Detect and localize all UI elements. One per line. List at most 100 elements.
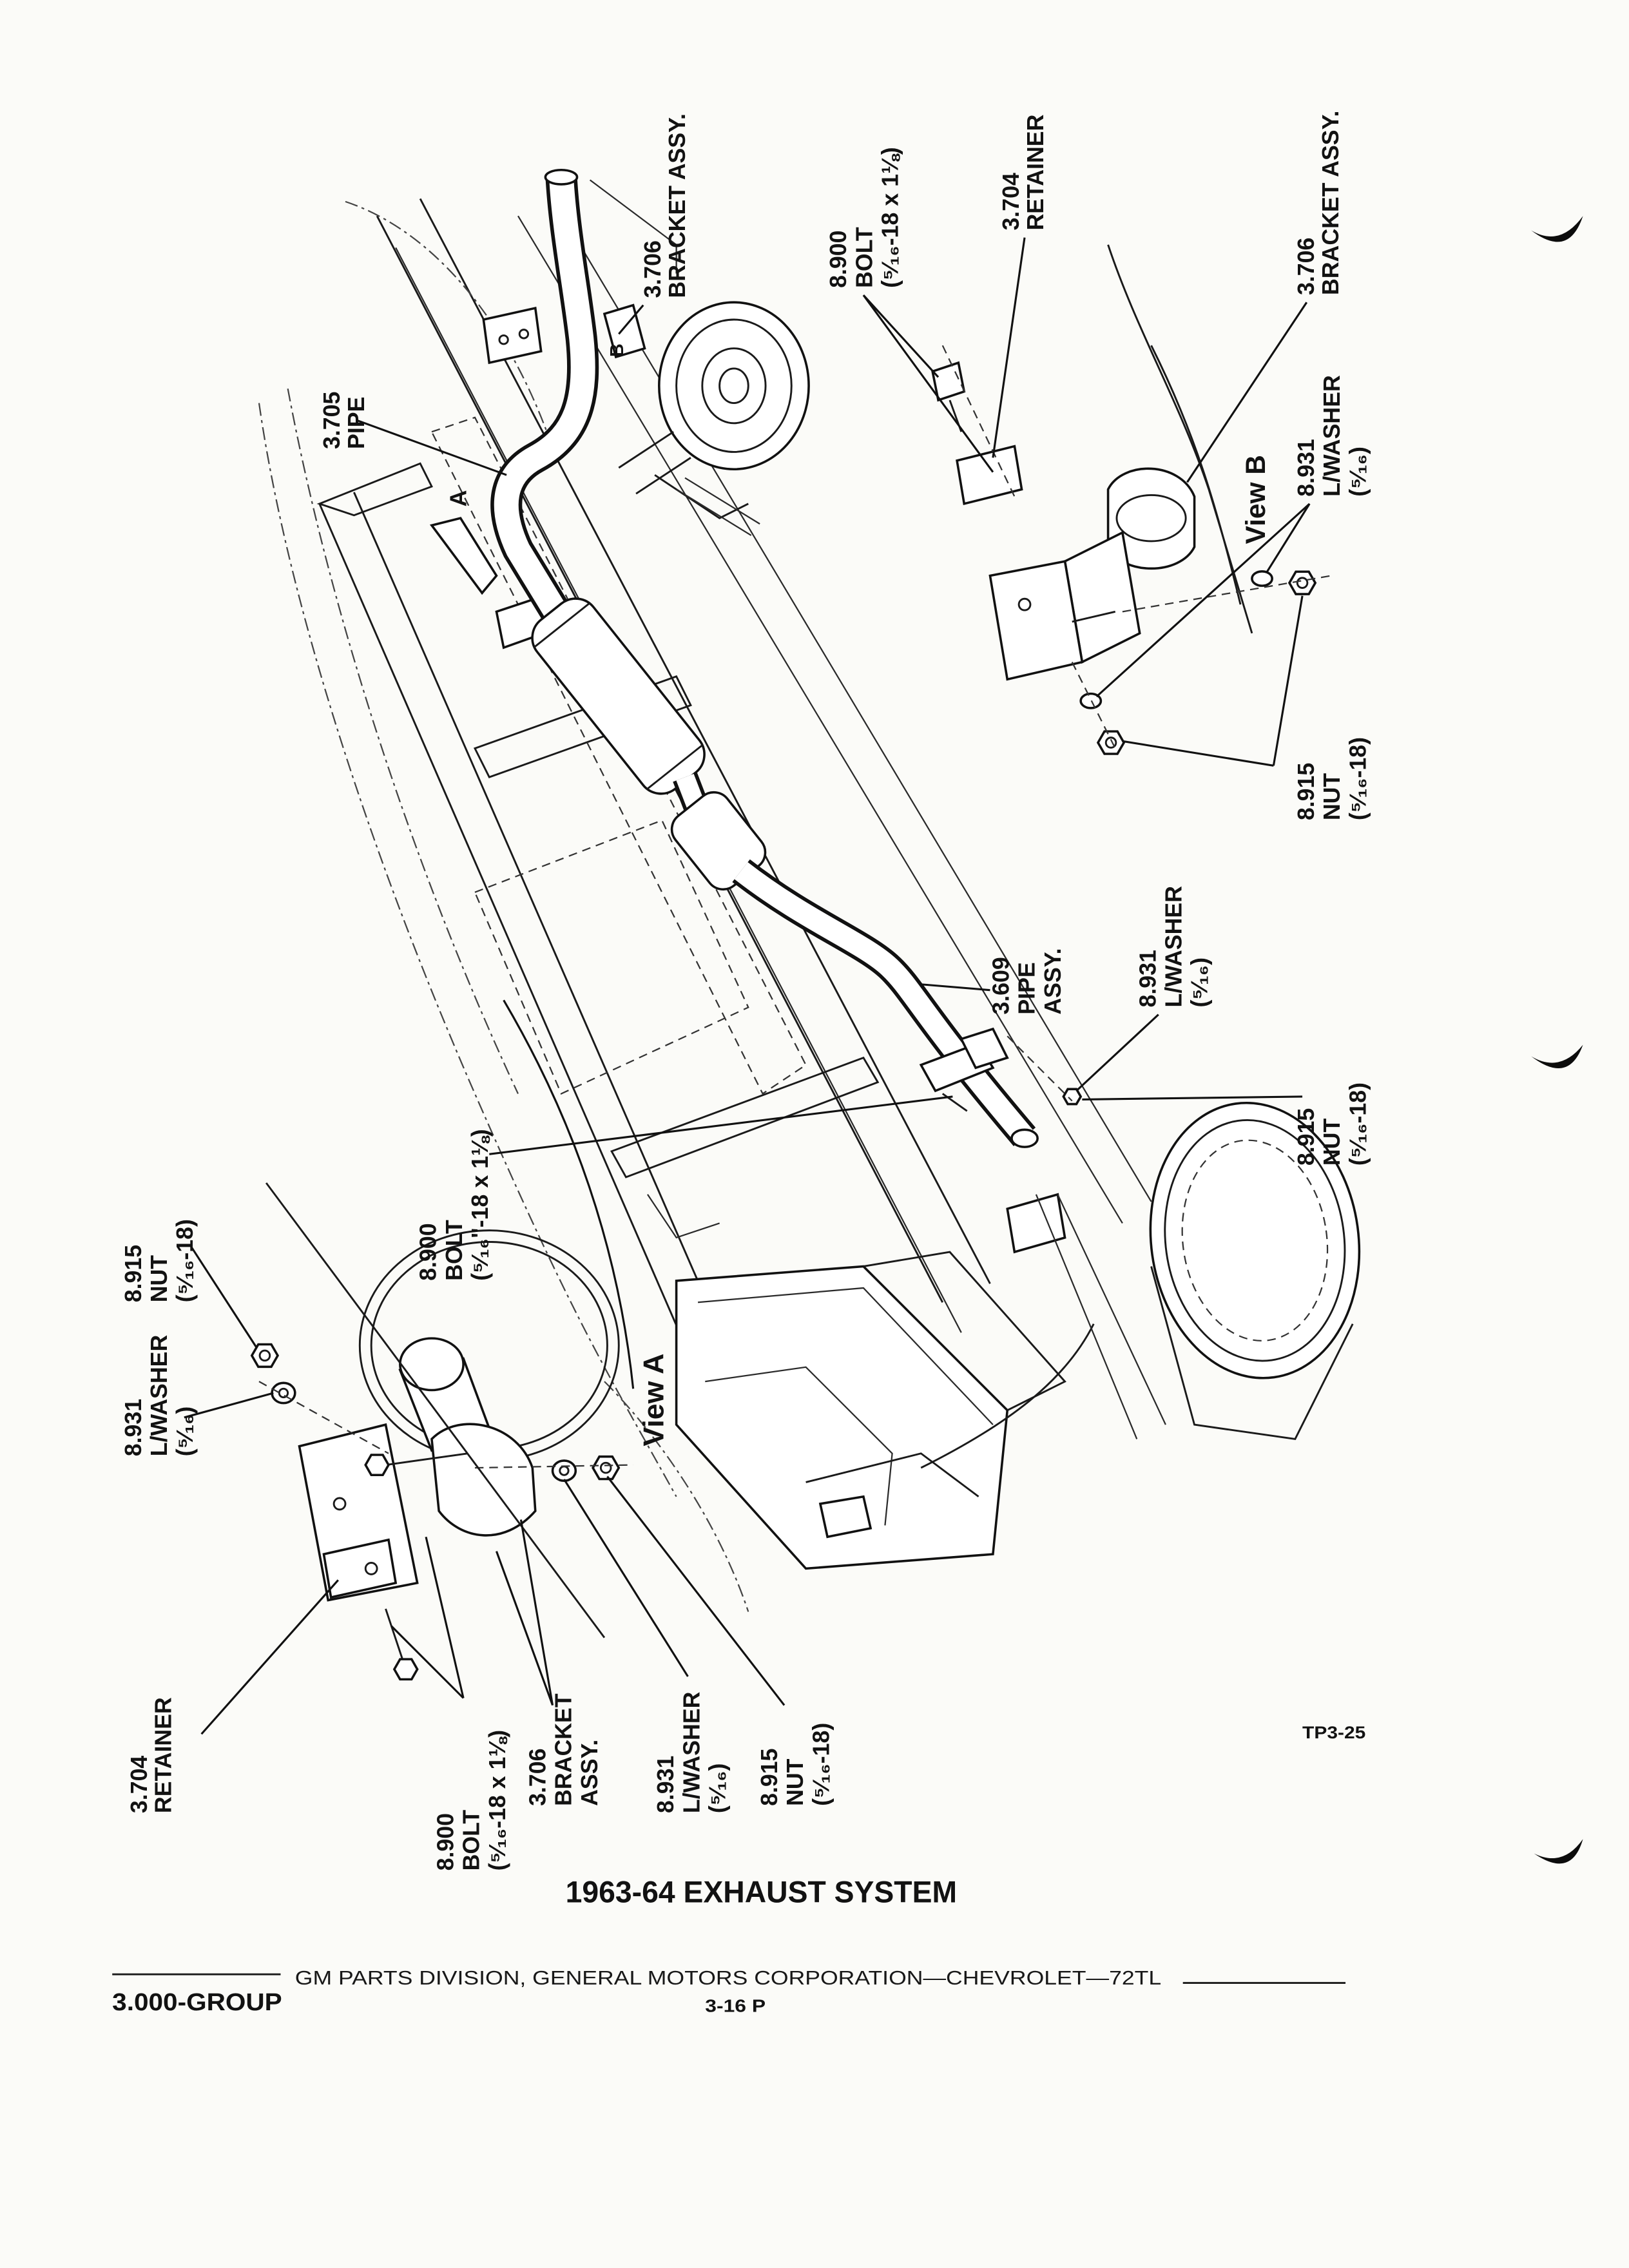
view-a-centerline xyxy=(258,1381,389,1454)
leader-lines xyxy=(184,237,1311,1735)
callout-part-size: (⁵⁄₁₆) xyxy=(1187,957,1213,1008)
callout-part-number: 3.705 xyxy=(319,392,345,449)
callout-bolt-bottom: 8.900 BOLT (⁵⁄₁₆-18 x 1⅛) xyxy=(432,1730,510,1871)
callout-part-number: 8.915 xyxy=(1293,763,1319,820)
view-b-label: View B xyxy=(1240,455,1271,544)
brake-drum-mid xyxy=(675,318,793,453)
frame-gusset-upper xyxy=(589,179,677,274)
view-a-pipe-opening xyxy=(399,1337,465,1392)
callout-part-size: (⁵⁄₁₆-18) xyxy=(172,1219,198,1302)
engine-cover-line xyxy=(1035,1194,1166,1439)
callout-part-name: L/WASHER xyxy=(1319,375,1345,497)
engine-detail xyxy=(698,1287,994,1425)
callout-part-size: (⁵⁄₁₆-18) xyxy=(808,1723,834,1806)
callout-pipe: 3.705 PIPE xyxy=(319,385,369,449)
footer-page-number: 3-16 P xyxy=(705,1995,766,2015)
view-b-lock-washer xyxy=(1251,570,1273,587)
callout-bolt-top: 8.900 BOLT (⁵⁄₁₆-18 x 1⅛) xyxy=(825,147,903,288)
callout-bracket-assy-bottom: 3.706 BRACKET ASSY. xyxy=(525,1687,602,1806)
view-b-bracket xyxy=(988,560,1084,681)
view-b-bracket-hole xyxy=(1017,597,1032,611)
callout-part-size: (⁵⁄₁₆) xyxy=(705,1763,731,1814)
view-a-nut-right xyxy=(592,1455,621,1481)
callout-nut-middle: 8.915 NUT (⁵⁄₁₆-18) xyxy=(1293,1082,1371,1166)
view-b-marker: B xyxy=(607,343,628,357)
callout-bracket-assy-right: 3.706 BRACKET ASSY. xyxy=(1293,111,1344,295)
callout-part-size: (⁵⁄₁₆) xyxy=(1345,447,1371,497)
callout-retainer-top: 3.704 RETAINER xyxy=(998,114,1048,230)
view-a-marker-bracket xyxy=(429,517,498,595)
binder-mark xyxy=(1531,1044,1583,1069)
callout-part-size: (⁵⁄₁₆-18 x 1⅛) xyxy=(485,1730,510,1871)
view-a-retainer-hole xyxy=(364,1562,378,1575)
callout-part-number: 3.704 xyxy=(998,173,1024,231)
callout-lock-washer-left: 8.931 L/WASHER (⁵⁄₁₆) xyxy=(120,1329,198,1456)
tailpipe-bolt xyxy=(941,1093,968,1112)
tailpipe-end xyxy=(1010,1128,1039,1148)
leader-line xyxy=(1095,503,1311,698)
view-b-lock-washer-lower xyxy=(1079,692,1103,709)
rear-axle xyxy=(618,301,810,536)
callout-part-name: NUT xyxy=(146,1255,172,1303)
frame-gusset-lower xyxy=(647,1194,720,1239)
callout-part-name: BOLT xyxy=(851,227,877,288)
callout-part-name: RETAINER xyxy=(151,1697,177,1813)
view-a-bolt-vertical-head xyxy=(392,1658,419,1681)
air-cleaner-rim xyxy=(1164,1119,1346,1362)
callout-part-name: ASSY. xyxy=(1040,948,1066,1014)
leader-line xyxy=(1075,1014,1159,1092)
leader-line xyxy=(356,419,507,476)
intake-pipe xyxy=(920,1323,1095,1469)
vehicle-frame xyxy=(316,179,1152,1425)
air-cleaner-base xyxy=(1150,1266,1354,1441)
callout-part-size: (⁵⁄₁₆) xyxy=(172,1407,198,1457)
axle-support xyxy=(654,474,749,519)
view-a-reference-line xyxy=(265,1182,606,1639)
callout-part-number: 8.900 xyxy=(432,1813,458,1870)
exhaust-pipe-body xyxy=(494,175,595,622)
callout-part-size: (⁵⁄₁₆"-18 x 1⅛) xyxy=(467,1129,493,1280)
callout-part-name: L/WASHER xyxy=(1161,886,1186,1008)
tailpipe-centerline xyxy=(1007,1035,1073,1102)
brake-drum-center xyxy=(718,367,749,404)
binder-mark xyxy=(1531,216,1583,242)
callout-part-number: 8.900 xyxy=(416,1223,441,1280)
footer-group: 3.000-GROUP xyxy=(112,1989,282,2016)
frame-rail-lower-inner xyxy=(353,492,757,1414)
figure-code: TP3-25 xyxy=(1302,1723,1365,1742)
leader-line xyxy=(618,304,644,335)
callout-part-number: 8.931 xyxy=(653,1756,679,1813)
page-title: 1963-64 EXHAUST SYSTEM xyxy=(566,1876,957,1909)
callout-part-name: PIPE xyxy=(1014,962,1040,1014)
vehicle-brackets xyxy=(429,303,646,649)
callout-part-name: BOLT xyxy=(441,1220,467,1281)
view-a-detail xyxy=(250,1182,633,1681)
exhaust-system xyxy=(490,168,1083,1148)
leader-line xyxy=(1122,595,1304,767)
leader-line xyxy=(200,1579,339,1735)
floor-tunnel-outline xyxy=(474,819,749,1095)
callout-part-number: 8.931 xyxy=(1135,950,1161,1007)
leader-line xyxy=(495,1519,554,1706)
leader-line xyxy=(1082,1095,1303,1100)
muffler xyxy=(531,597,706,795)
air-cleaner-outer xyxy=(1149,1101,1361,1379)
muffler-body xyxy=(531,597,706,795)
footer-division: GM PARTS DIVISION, GENERAL MOTORS CORPOR… xyxy=(295,1968,1161,1989)
view-b-pipe-section xyxy=(1107,244,1253,634)
binder-marks xyxy=(1531,216,1583,1864)
view-a-bolt-head xyxy=(364,1454,390,1477)
view-a-bolt-horizontal xyxy=(385,1452,468,1466)
view-a-bolt-vertical xyxy=(385,1608,404,1661)
callout-part-number: 3.706 xyxy=(640,240,666,298)
shock-absorber xyxy=(676,477,760,536)
view-b-retainer xyxy=(956,445,1023,506)
callout-part-name: ASSY. xyxy=(577,1740,602,1806)
callout-part-name: PIPE xyxy=(343,397,369,449)
callout-part-number: 8.915 xyxy=(757,1749,782,1806)
tailpipe-clamp xyxy=(959,1027,1009,1070)
view-a-bracket-hole xyxy=(333,1497,347,1511)
view-a-retainer xyxy=(322,1538,398,1599)
rear-hanger-bracket xyxy=(482,306,543,365)
callout-part-name: NUT xyxy=(1319,773,1345,821)
